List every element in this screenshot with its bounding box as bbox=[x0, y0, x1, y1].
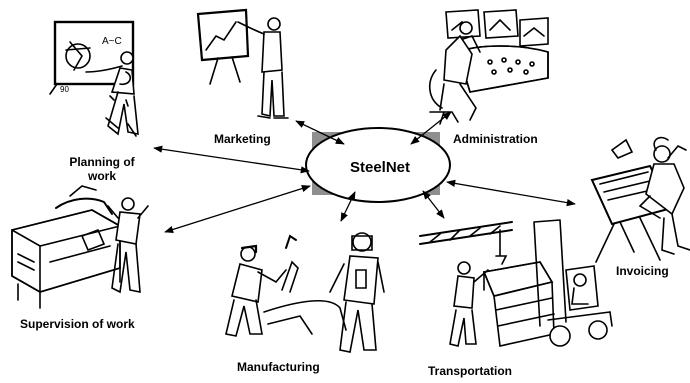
arrow-manufacturing bbox=[340, 191, 356, 222]
arrow-supervision bbox=[164, 185, 311, 233]
marketing-illustration bbox=[196, 8, 289, 119]
arrow-administration bbox=[410, 111, 452, 145]
label-marketing: Marketing bbox=[214, 132, 271, 146]
label-administration: Administration bbox=[453, 132, 538, 146]
label-invoicing: Invoicing bbox=[616, 264, 669, 278]
connectors bbox=[153, 111, 576, 233]
arrow-marketing bbox=[295, 120, 345, 145]
label-planning-line1: Planning of bbox=[69, 155, 135, 169]
planning-illustration: A~C 90 bbox=[49, 20, 139, 137]
formula-number: 90 bbox=[60, 85, 69, 94]
manufacturing-illustration bbox=[225, 232, 385, 353]
label-supervision: Supervision of work bbox=[20, 317, 135, 331]
arrow-invoicing bbox=[446, 179, 576, 207]
administration-illustration bbox=[429, 9, 549, 125]
supervision-illustration bbox=[11, 185, 149, 309]
hub-label: SteelNet bbox=[349, 159, 411, 176]
transportation-illustration bbox=[419, 219, 613, 347]
label-transportation: Transportation bbox=[428, 364, 513, 378]
label-manufacturing: Manufacturing bbox=[237, 360, 320, 374]
label-planning-line2: work bbox=[87, 169, 116, 183]
invoicing-illustration bbox=[590, 136, 690, 263]
arrow-planning bbox=[153, 145, 310, 174]
arrow-transportation bbox=[422, 190, 445, 219]
formula-text: A~C bbox=[102, 36, 122, 47]
